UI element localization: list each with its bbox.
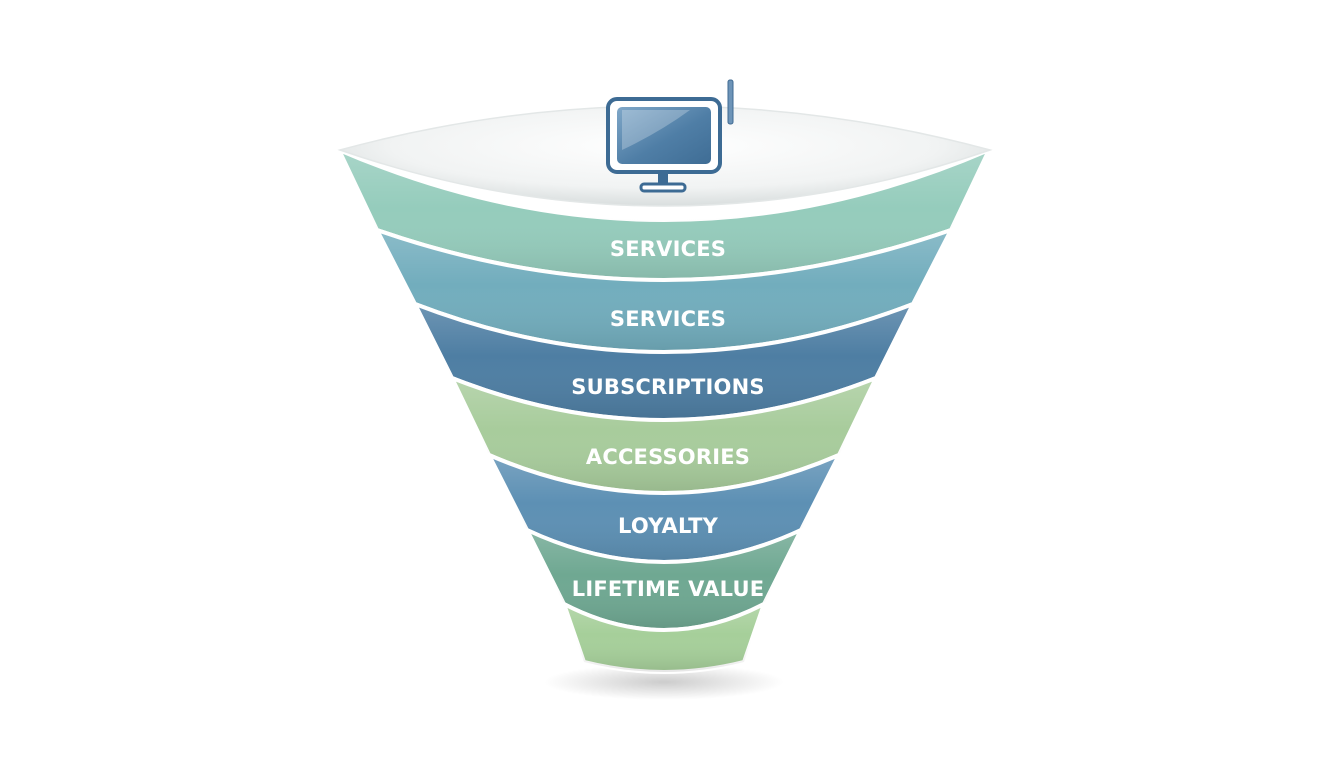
- funnel-stage-label-5: LOYALTY: [618, 514, 719, 538]
- funnel-stage-label-6: LIFETIME VALUE: [572, 577, 765, 601]
- funnel-stage-label-3: SUBSCRIPTIONS: [571, 375, 764, 399]
- tv-monitor-icon: [606, 79, 734, 193]
- funnel-band-shading-3: [415, 304, 913, 420]
- funnel-stage-label-1: SERVICES: [610, 237, 726, 261]
- funnel-band-shading-5: [489, 455, 839, 562]
- funnel-bands: SERVICES SERVICES SUBSCRIPTIONS ACCESSORIES…: [337, 148, 991, 674]
- funnel-band-shading-7: [564, 604, 764, 672]
- funnel-band-shading-4: [452, 378, 876, 493]
- funnel-stage-label-4: ACCESSORIES: [586, 445, 750, 469]
- funnel-band-shading-2: [377, 230, 951, 352]
- funnel-shadow: [544, 664, 784, 700]
- funnel-band-shading-1: [339, 150, 989, 280]
- funnel-stage-label-2: SERVICES: [610, 307, 726, 331]
- funnel-band-shading-6: [527, 530, 801, 630]
